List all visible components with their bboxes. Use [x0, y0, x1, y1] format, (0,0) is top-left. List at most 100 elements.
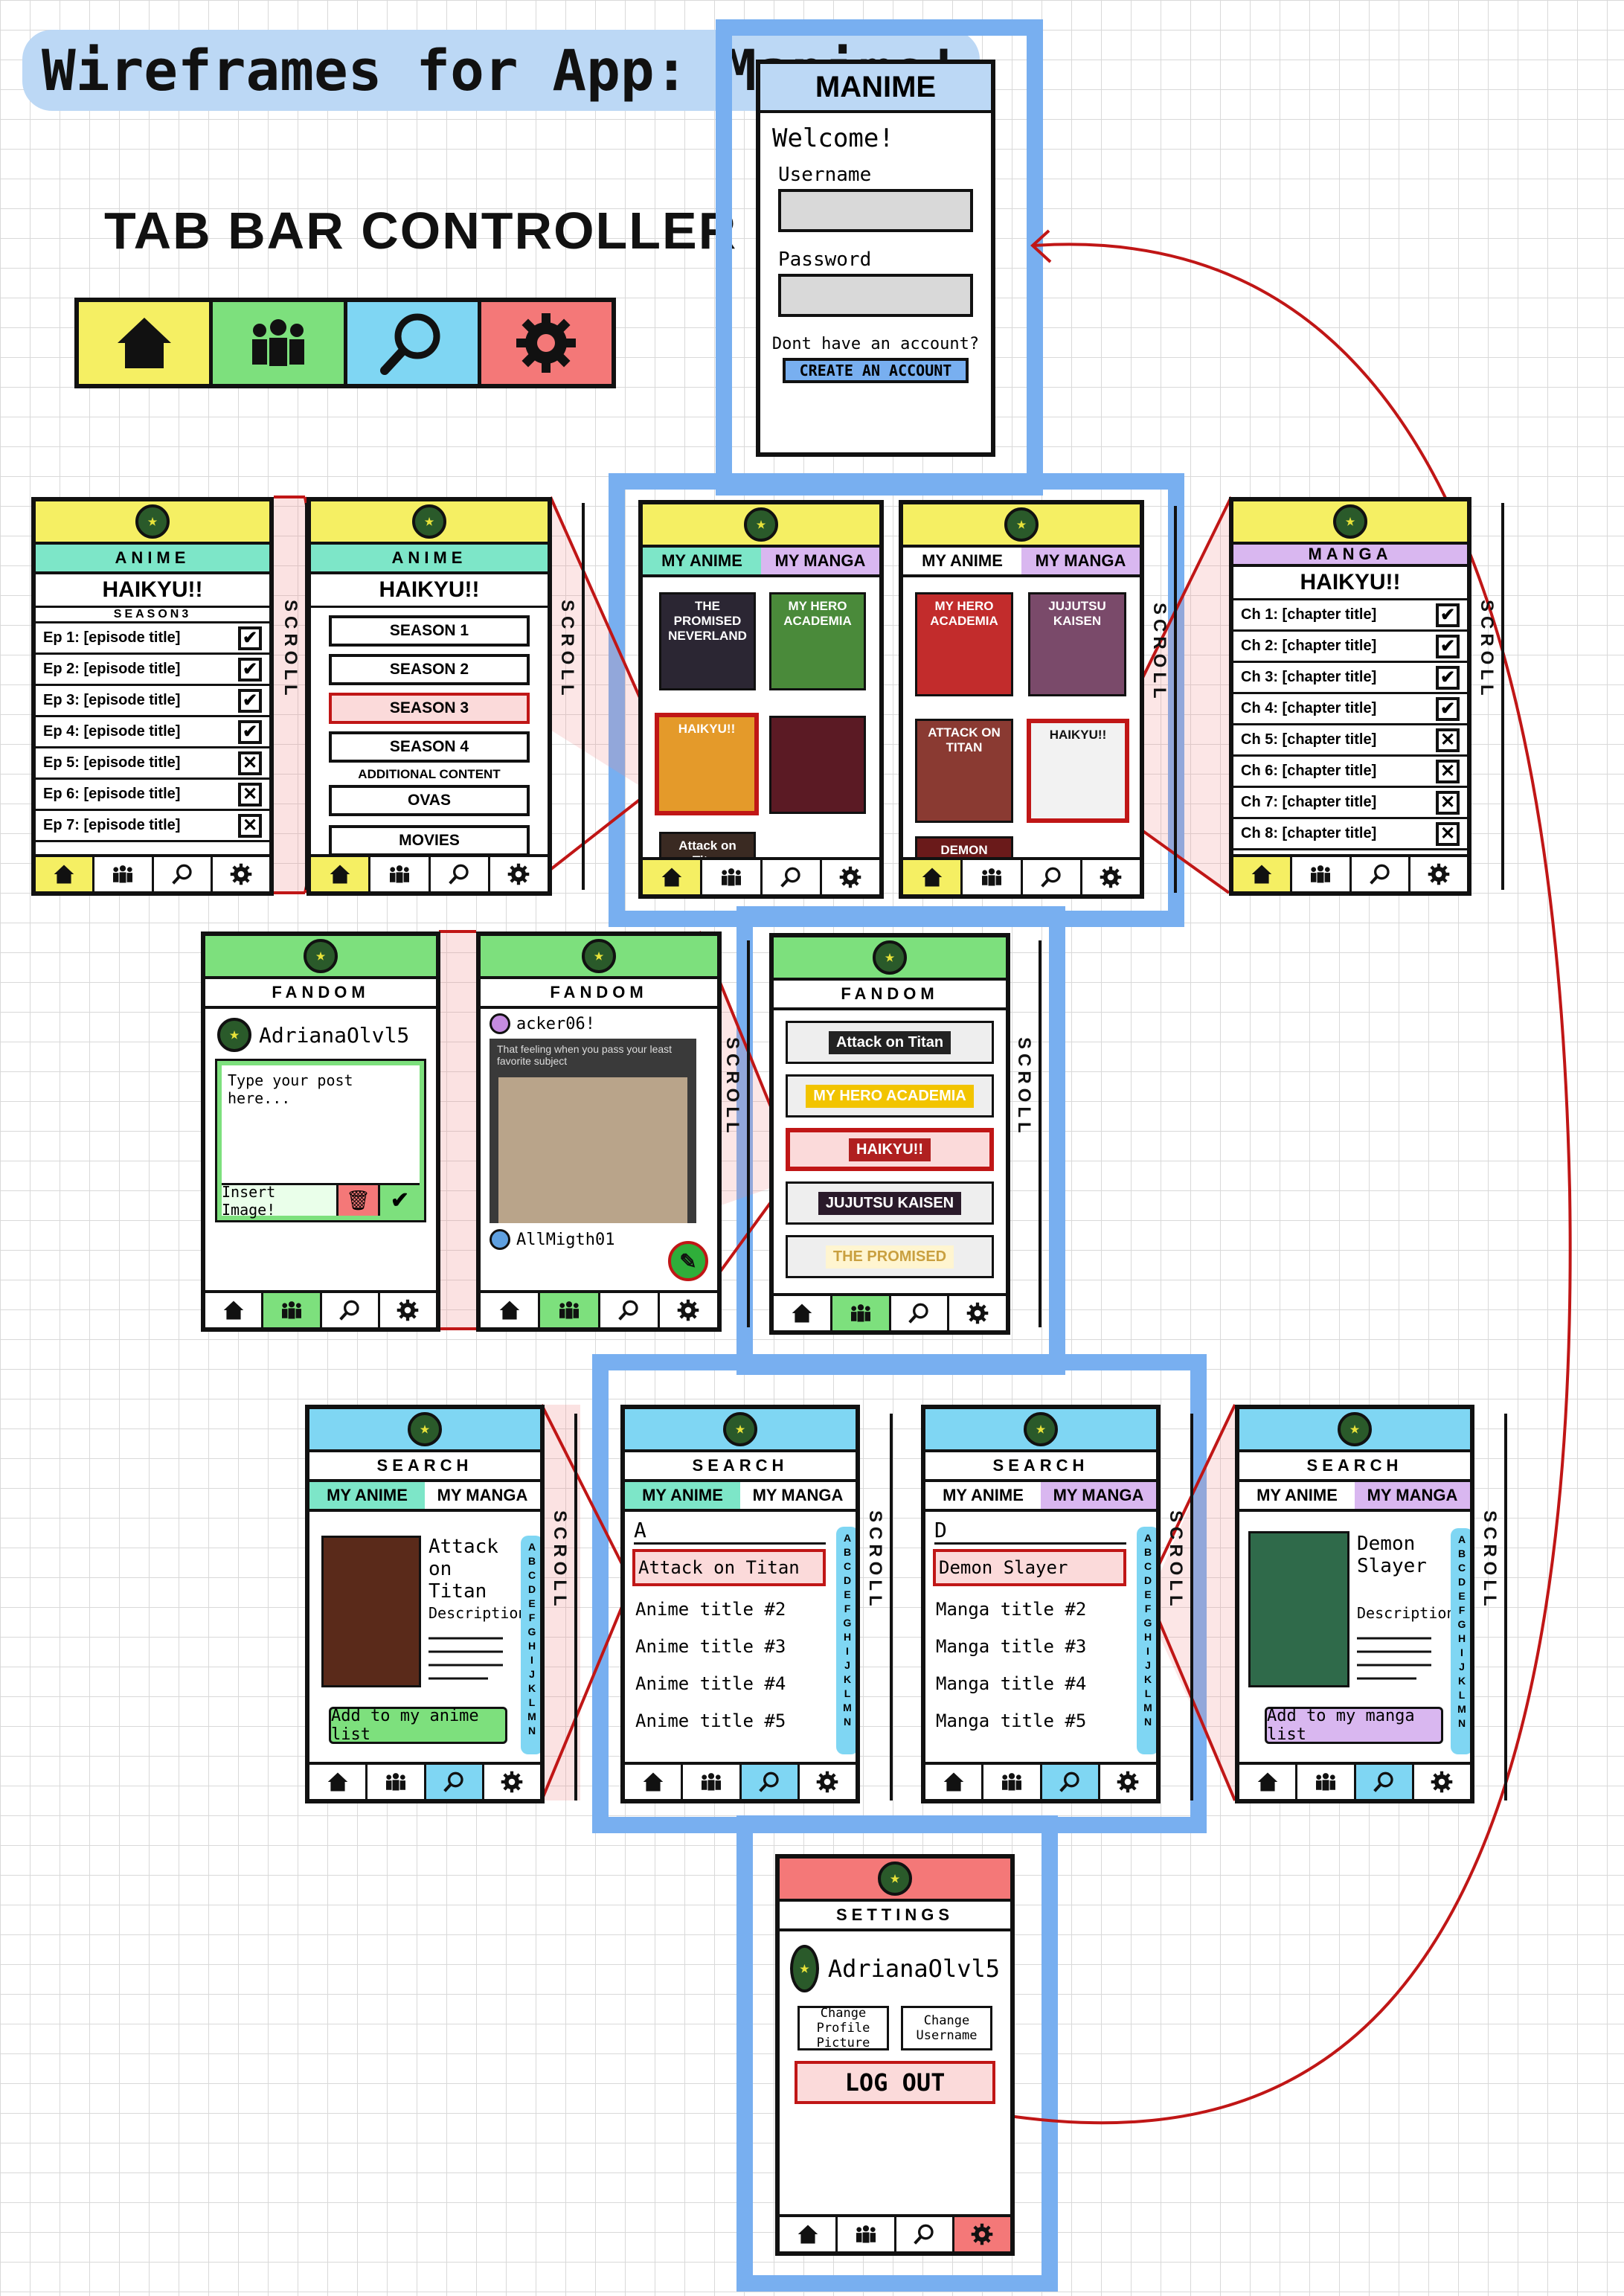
- index-letter[interactable]: D: [527, 1583, 536, 1595]
- checkbox-checked-icon[interactable]: ✔: [1436, 696, 1460, 721]
- index-letter[interactable]: K: [527, 1682, 536, 1694]
- logout-button[interactable]: LOG OUT: [795, 2061, 995, 2104]
- settings-tab[interactable]: [822, 860, 879, 894]
- settings-tab[interactable]: [484, 1765, 540, 1799]
- my-manga-tab[interactable]: MY MANGA: [761, 548, 879, 574]
- my-anime-tab[interactable]: MY ANIME: [625, 1482, 740, 1509]
- list-item[interactable]: Ch 4: [chapter title]✔: [1233, 694, 1467, 725]
- home-tab[interactable]: [780, 2217, 838, 2251]
- index-letter[interactable]: D: [1457, 1576, 1466, 1588]
- fandom-tab[interactable]: [683, 1765, 742, 1799]
- my-anime-tab[interactable]: MY ANIME: [309, 1482, 425, 1509]
- index-letter[interactable]: E: [1458, 1590, 1466, 1602]
- index-letter[interactable]: K: [843, 1673, 852, 1685]
- index-letter[interactable]: H: [1143, 1631, 1152, 1643]
- my-manga-tab[interactable]: MY MANGA: [752, 1486, 844, 1504]
- list-item[interactable]: Ep 3: [episode title]✔: [36, 686, 269, 717]
- home-tab[interactable]: [643, 860, 703, 894]
- index-letter[interactable]: K: [1457, 1675, 1466, 1687]
- post-textarea[interactable]: Type your post here... Insert Image! 🗑 ✔: [215, 1059, 426, 1222]
- index-letter[interactable]: J: [529, 1668, 535, 1680]
- add-to-manga-list-button[interactable]: Add to my manga list: [1265, 1707, 1443, 1744]
- checkbox-checked-icon[interactable]: ✔: [1436, 603, 1460, 627]
- fandom-tab[interactable]: [94, 857, 154, 891]
- season-4-button[interactable]: SEASON 4: [329, 731, 530, 763]
- index-letter[interactable]: D: [843, 1574, 852, 1586]
- list-item[interactable]: Ep 7: [episode title]✕: [36, 811, 269, 842]
- search-tab[interactable]: [1042, 1765, 1100, 1799]
- checkbox-checked-icon[interactable]: ✔: [238, 657, 262, 682]
- search-tab[interactable]: [347, 302, 481, 384]
- index-letter[interactable]: M: [1457, 1703, 1466, 1715]
- change-picture-button[interactable]: Change Profile Picture: [797, 2006, 889, 2050]
- search-tab[interactable]: [896, 2217, 954, 2251]
- checkbox-checked-icon[interactable]: ✔: [238, 626, 262, 650]
- index-letter[interactable]: H: [1457, 1632, 1466, 1644]
- index-letter[interactable]: M: [1143, 1702, 1152, 1713]
- index-letter[interactable]: F: [844, 1603, 851, 1614]
- fandom-item[interactable]: THE PROMISED: [786, 1235, 994, 1278]
- fandom-tab[interactable]: [983, 1765, 1042, 1799]
- my-manga-tab[interactable]: MY MANGA: [1021, 548, 1140, 574]
- fandom-tab[interactable]: [1297, 1765, 1356, 1799]
- settings-tab[interactable]: [213, 857, 269, 891]
- fandom-tab[interactable]: [263, 1293, 322, 1327]
- index-letter[interactable]: G: [843, 1617, 852, 1629]
- cover-image[interactable]: MY HERO ACADEMIA: [769, 592, 866, 690]
- index-letter[interactable]: I: [530, 1654, 533, 1666]
- home-tab[interactable]: [1239, 1765, 1298, 1799]
- my-manga-tab[interactable]: MY MANGA: [1355, 1482, 1470, 1509]
- cover-image[interactable]: [769, 716, 866, 814]
- list-item[interactable]: Ch 5: [chapter title]✕: [1233, 725, 1467, 757]
- home-tab[interactable]: [79, 302, 214, 384]
- index-letter[interactable]: C: [843, 1560, 852, 1572]
- index-letter[interactable]: H: [843, 1631, 852, 1643]
- index-letter[interactable]: G: [527, 1626, 536, 1638]
- fandom-tab[interactable]: [368, 1765, 426, 1799]
- fandom-tab[interactable]: [1292, 857, 1352, 891]
- search-input[interactable]: A: [634, 1518, 826, 1545]
- list-item[interactable]: Ch 8: [chapter title]✕: [1233, 819, 1467, 850]
- index-letter[interactable]: A: [1143, 1532, 1152, 1544]
- checkbox-x-icon[interactable]: ✕: [1436, 790, 1460, 815]
- fandom-tab[interactable]: [540, 1293, 600, 1327]
- index-letter[interactable]: A: [527, 1541, 536, 1553]
- search-result[interactable]: Manga title #3: [936, 1636, 1087, 1657]
- index-letter[interactable]: C: [527, 1569, 536, 1581]
- index-letter[interactable]: F: [1458, 1604, 1466, 1616]
- search-result[interactable]: Manga title #2: [936, 1599, 1087, 1620]
- cover-image[interactable]: THE PROMISED NEVERLAND: [659, 592, 756, 690]
- search-result[interactable]: Anime title #4: [635, 1673, 786, 1694]
- post-card[interactable]: That feeling when you pass your least fa…: [490, 1039, 696, 1223]
- index-letter[interactable]: C: [1143, 1560, 1152, 1572]
- change-username-button[interactable]: Change Username: [901, 2006, 992, 2050]
- checkbox-x-icon[interactable]: ✕: [1436, 821, 1460, 846]
- search-result[interactable]: Anime title #2: [635, 1599, 786, 1620]
- list-item[interactable]: Ep 6: [episode title]✕: [36, 780, 269, 811]
- fandom-tab[interactable]: [838, 2217, 896, 2251]
- index-letter[interactable]: F: [1144, 1603, 1152, 1614]
- index-letter[interactable]: B: [1457, 1548, 1466, 1559]
- index-letter[interactable]: K: [1143, 1673, 1152, 1685]
- my-anime-tab[interactable]: MY ANIME: [643, 548, 761, 574]
- check-icon[interactable]: ✔: [378, 1185, 420, 1216]
- settings-tab[interactable]: [949, 1296, 1006, 1330]
- index-letter[interactable]: N: [1143, 1716, 1152, 1728]
- username-field[interactable]: [778, 189, 973, 232]
- index-letter[interactable]: I: [846, 1645, 849, 1657]
- search-result-selected[interactable]: Attack on Titan: [632, 1549, 826, 1586]
- checkbox-x-icon[interactable]: ✕: [238, 782, 262, 807]
- settings-tab[interactable]: [954, 2217, 1010, 2251]
- create-account-button[interactable]: CREATE AN ACCOUNT: [783, 358, 969, 383]
- my-manga-tab[interactable]: MY MANGA: [1041, 1482, 1156, 1509]
- home-tab[interactable]: [205, 1293, 264, 1327]
- index-letter[interactable]: J: [1459, 1661, 1465, 1673]
- checkbox-checked-icon[interactable]: ✔: [238, 719, 262, 744]
- list-item[interactable]: Ch 2: [chapter title]✔: [1233, 632, 1467, 663]
- home-tab[interactable]: [625, 1765, 684, 1799]
- home-tab[interactable]: [311, 857, 371, 891]
- search-input[interactable]: D: [934, 1518, 1126, 1545]
